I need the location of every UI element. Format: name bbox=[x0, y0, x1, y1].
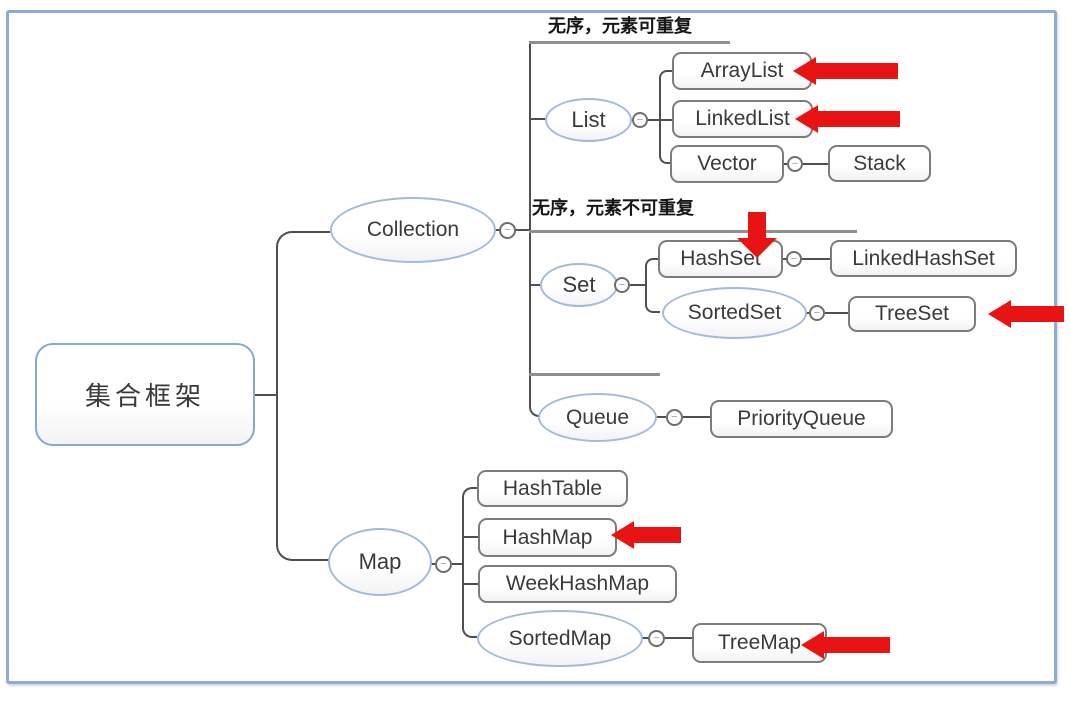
connector-root-bracket bbox=[276, 231, 330, 561]
node-sortedset: SortedSet bbox=[662, 287, 807, 339]
connector-line bbox=[529, 118, 547, 120]
connector-map-bracket bbox=[462, 487, 477, 638]
collapse-toggle-sortedmap[interactable]: − bbox=[648, 630, 665, 647]
connector-line bbox=[529, 284, 542, 286]
collapse-toggle-set[interactable]: − bbox=[614, 277, 630, 293]
node-map: Map bbox=[328, 528, 432, 596]
connector-line bbox=[806, 312, 810, 314]
connector-line bbox=[462, 583, 478, 585]
arrow-head bbox=[737, 238, 777, 258]
collapse-toggle-vector[interactable]: − bbox=[787, 156, 803, 172]
collapse-toggle-map[interactable]: − bbox=[435, 556, 452, 573]
connector-line bbox=[431, 563, 435, 565]
connector-line bbox=[803, 163, 828, 165]
arrow-head bbox=[793, 57, 816, 85]
note-list-underline bbox=[529, 41, 730, 44]
node-treeset: TreeSet bbox=[848, 296, 976, 332]
minus-glyph: − bbox=[504, 224, 511, 236]
connector-line bbox=[802, 258, 830, 260]
connector-line bbox=[665, 637, 692, 639]
arrow-head bbox=[988, 300, 1011, 328]
node-list: List bbox=[545, 98, 632, 142]
connector-set-bracket bbox=[645, 258, 660, 313]
note-list-group: 无序，元素可重复 bbox=[548, 16, 692, 36]
red-arrow-hashmap bbox=[611, 521, 681, 549]
node-weekhashmap: WeekHashMap bbox=[478, 565, 677, 603]
connector-queue-curve bbox=[529, 386, 540, 417]
node-arraylist: ArrayList bbox=[672, 52, 812, 90]
minus-glyph: − bbox=[671, 411, 678, 423]
red-arrow-arraylist bbox=[793, 57, 898, 85]
node-priorityqueue: PriorityQueue bbox=[710, 400, 893, 438]
collapse-toggle-queue[interactable]: − bbox=[666, 409, 683, 426]
connector-line bbox=[656, 416, 666, 418]
node-set: Set bbox=[540, 263, 618, 307]
minus-glyph: − bbox=[790, 252, 798, 265]
minus-glyph: − bbox=[653, 632, 660, 644]
arrow-head bbox=[611, 521, 634, 549]
minus-glyph: − bbox=[813, 306, 821, 319]
connector-line bbox=[462, 536, 478, 538]
connector-line bbox=[683, 416, 710, 418]
node-collection: Collection bbox=[330, 197, 496, 263]
node-vector: Vector bbox=[670, 145, 784, 183]
red-arrow-linkedlist bbox=[795, 105, 900, 133]
arrow-shaft bbox=[1009, 306, 1064, 322]
node-root: 集合框架 bbox=[35, 343, 255, 446]
connector-line bbox=[452, 563, 462, 565]
arrow-shaft bbox=[822, 637, 890, 653]
queue-group-underline bbox=[529, 373, 660, 376]
node-linkedlist: LinkedList bbox=[672, 100, 813, 138]
connector-line bbox=[495, 229, 500, 231]
collapse-toggle-list[interactable]: − bbox=[632, 112, 648, 128]
connector-root-stub bbox=[255, 394, 277, 396]
connector-line bbox=[630, 284, 646, 286]
minus-glyph: − bbox=[791, 157, 799, 170]
arrow-shaft bbox=[632, 527, 681, 543]
red-arrow-treeset bbox=[988, 300, 1064, 328]
arrow-head bbox=[801, 631, 824, 659]
arrow-shaft bbox=[816, 111, 900, 127]
arrow-head bbox=[795, 105, 818, 133]
note-set-underline bbox=[529, 230, 857, 233]
connector-line bbox=[642, 637, 648, 639]
note-set-group: 无序，元素不可重复 bbox=[532, 198, 694, 218]
minus-glyph: − bbox=[618, 278, 626, 291]
node-sortedmap: SortedMap bbox=[477, 610, 643, 667]
node-hashmap: HashMap bbox=[478, 518, 617, 557]
connector-collection-trunk bbox=[529, 44, 531, 392]
red-arrow-treemap bbox=[801, 631, 890, 659]
connector-line bbox=[516, 229, 531, 231]
collapse-toggle-sortedset[interactable]: − bbox=[809, 305, 825, 321]
collapse-toggle-hashset[interactable]: − bbox=[786, 251, 802, 267]
minus-glyph: − bbox=[636, 113, 644, 126]
minus-glyph: − bbox=[440, 558, 447, 570]
connector-line bbox=[782, 163, 787, 165]
node-stack: Stack bbox=[828, 145, 931, 182]
node-hashtable: HashTable bbox=[477, 470, 628, 507]
arrow-shaft bbox=[748, 212, 766, 239]
node-linkedhashset: LinkedHashSet bbox=[830, 240, 1017, 277]
connector-line bbox=[782, 258, 787, 260]
connector-line bbox=[825, 312, 848, 314]
arrow-shaft bbox=[814, 63, 898, 79]
node-queue: Queue bbox=[538, 393, 657, 442]
connector-list-bracket bbox=[659, 70, 672, 164]
collapse-toggle-collection[interactable]: − bbox=[499, 222, 516, 239]
red-arrow-hashset bbox=[737, 212, 777, 258]
